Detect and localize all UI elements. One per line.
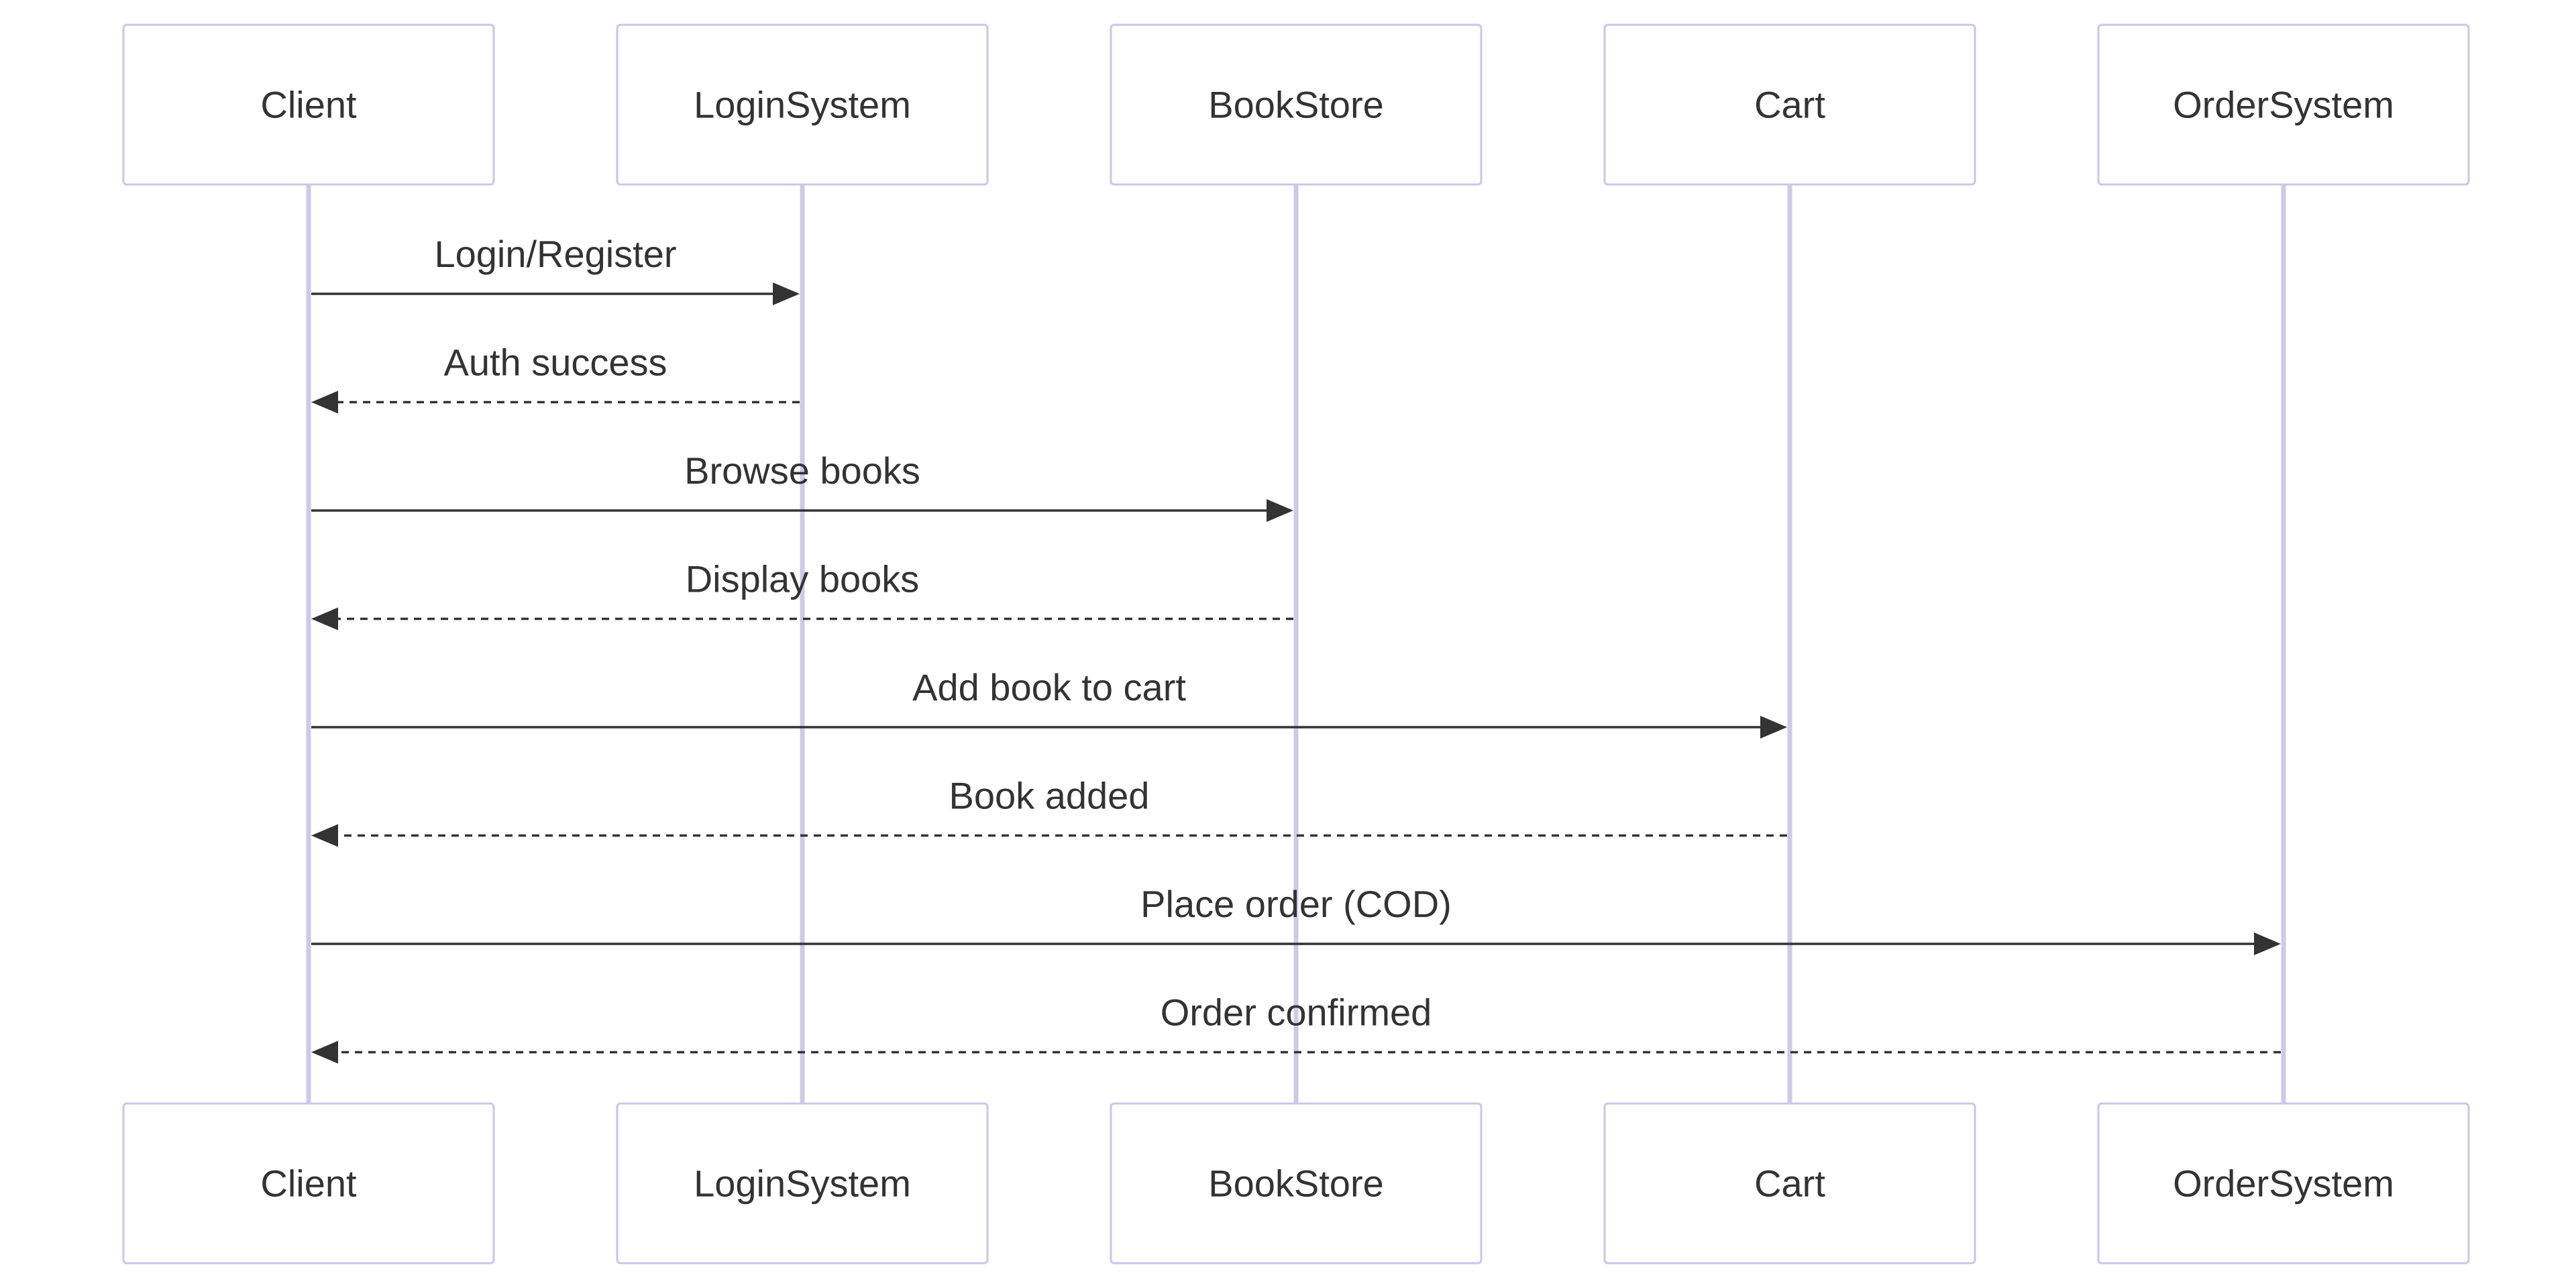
message-3: Browse books [311, 449, 1293, 522]
actor-store-bottom: BookStore [1110, 1102, 1483, 1265]
message-label: Book added [949, 775, 1150, 817]
actor-client-top: Client [122, 23, 495, 186]
actor-cart-bottom: Cart [1603, 1102, 1976, 1265]
message-label: Display books [686, 558, 920, 600]
arrow-head [1760, 716, 1787, 739]
arrow-head [311, 824, 338, 847]
message-7: Place order (COD) [311, 883, 2281, 955]
actor-box [2097, 23, 2470, 186]
arrow-head [773, 282, 800, 305]
message-label: Login/Register [434, 233, 676, 275]
actor-cart-top: Cart [1603, 23, 1976, 186]
actor-login-top: LoginSystem [616, 23, 989, 186]
actor-box [1110, 23, 1483, 186]
actor-box [2097, 1102, 2470, 1265]
actor-label: BookStore [1208, 1163, 1384, 1205]
actor-store-top: BookStore [1110, 23, 1483, 186]
top-actors: Client LoginSystem BookStore Cart OrderSyste… [122, 23, 2470, 186]
actor-order-top: OrderSystem [2097, 23, 2470, 186]
actor-label: Client [260, 1163, 357, 1205]
bottom-actors: Client LoginSystem BookStore Cart OrderSyste… [122, 1102, 2470, 1265]
message-5: Add book to cart [311, 666, 1787, 739]
actor-label: LoginSystem [694, 1163, 911, 1205]
actor-label: OrderSystem [2173, 1163, 2394, 1205]
actor-box [122, 1102, 495, 1265]
actor-order-bottom: OrderSystem [2097, 1102, 2470, 1265]
actor-box [1603, 1102, 1976, 1265]
actor-label: Client [260, 84, 357, 126]
message-2: Auth success [311, 341, 800, 414]
actor-client-bottom: Client [122, 1102, 495, 1265]
actor-label: LoginSystem [694, 84, 911, 126]
actor-label: BookStore [1208, 84, 1384, 126]
arrow-head [311, 390, 338, 414]
message-label: Auth success [443, 341, 667, 384]
actor-box [122, 23, 495, 186]
message-6: Book added [311, 775, 1787, 847]
actor-box [1110, 1102, 1483, 1265]
message-label: Browse books [684, 449, 920, 492]
message-label: Order confirmed [1161, 991, 1432, 1034]
message-label: Add book to cart [912, 666, 1186, 708]
actor-label: Cart [1754, 1163, 1825, 1205]
message-label: Place order (COD) [1140, 883, 1452, 925]
arrow-head [2254, 932, 2281, 955]
message-1: Login/Register [311, 233, 800, 305]
arrow-head [311, 1040, 338, 1064]
actor-label: Cart [1754, 84, 1825, 126]
actor-box [616, 23, 989, 186]
message-8: Order confirmed [311, 991, 2281, 1064]
arrow-head [311, 607, 338, 631]
message-4: Display books [311, 558, 1293, 631]
actor-box [1603, 23, 1976, 186]
arrow-head [1267, 499, 1293, 522]
actor-label: OrderSystem [2173, 84, 2394, 126]
actor-login-bottom: LoginSystem [616, 1102, 989, 1265]
lifelines [306, 184, 2286, 1104]
actor-box [616, 1102, 989, 1265]
